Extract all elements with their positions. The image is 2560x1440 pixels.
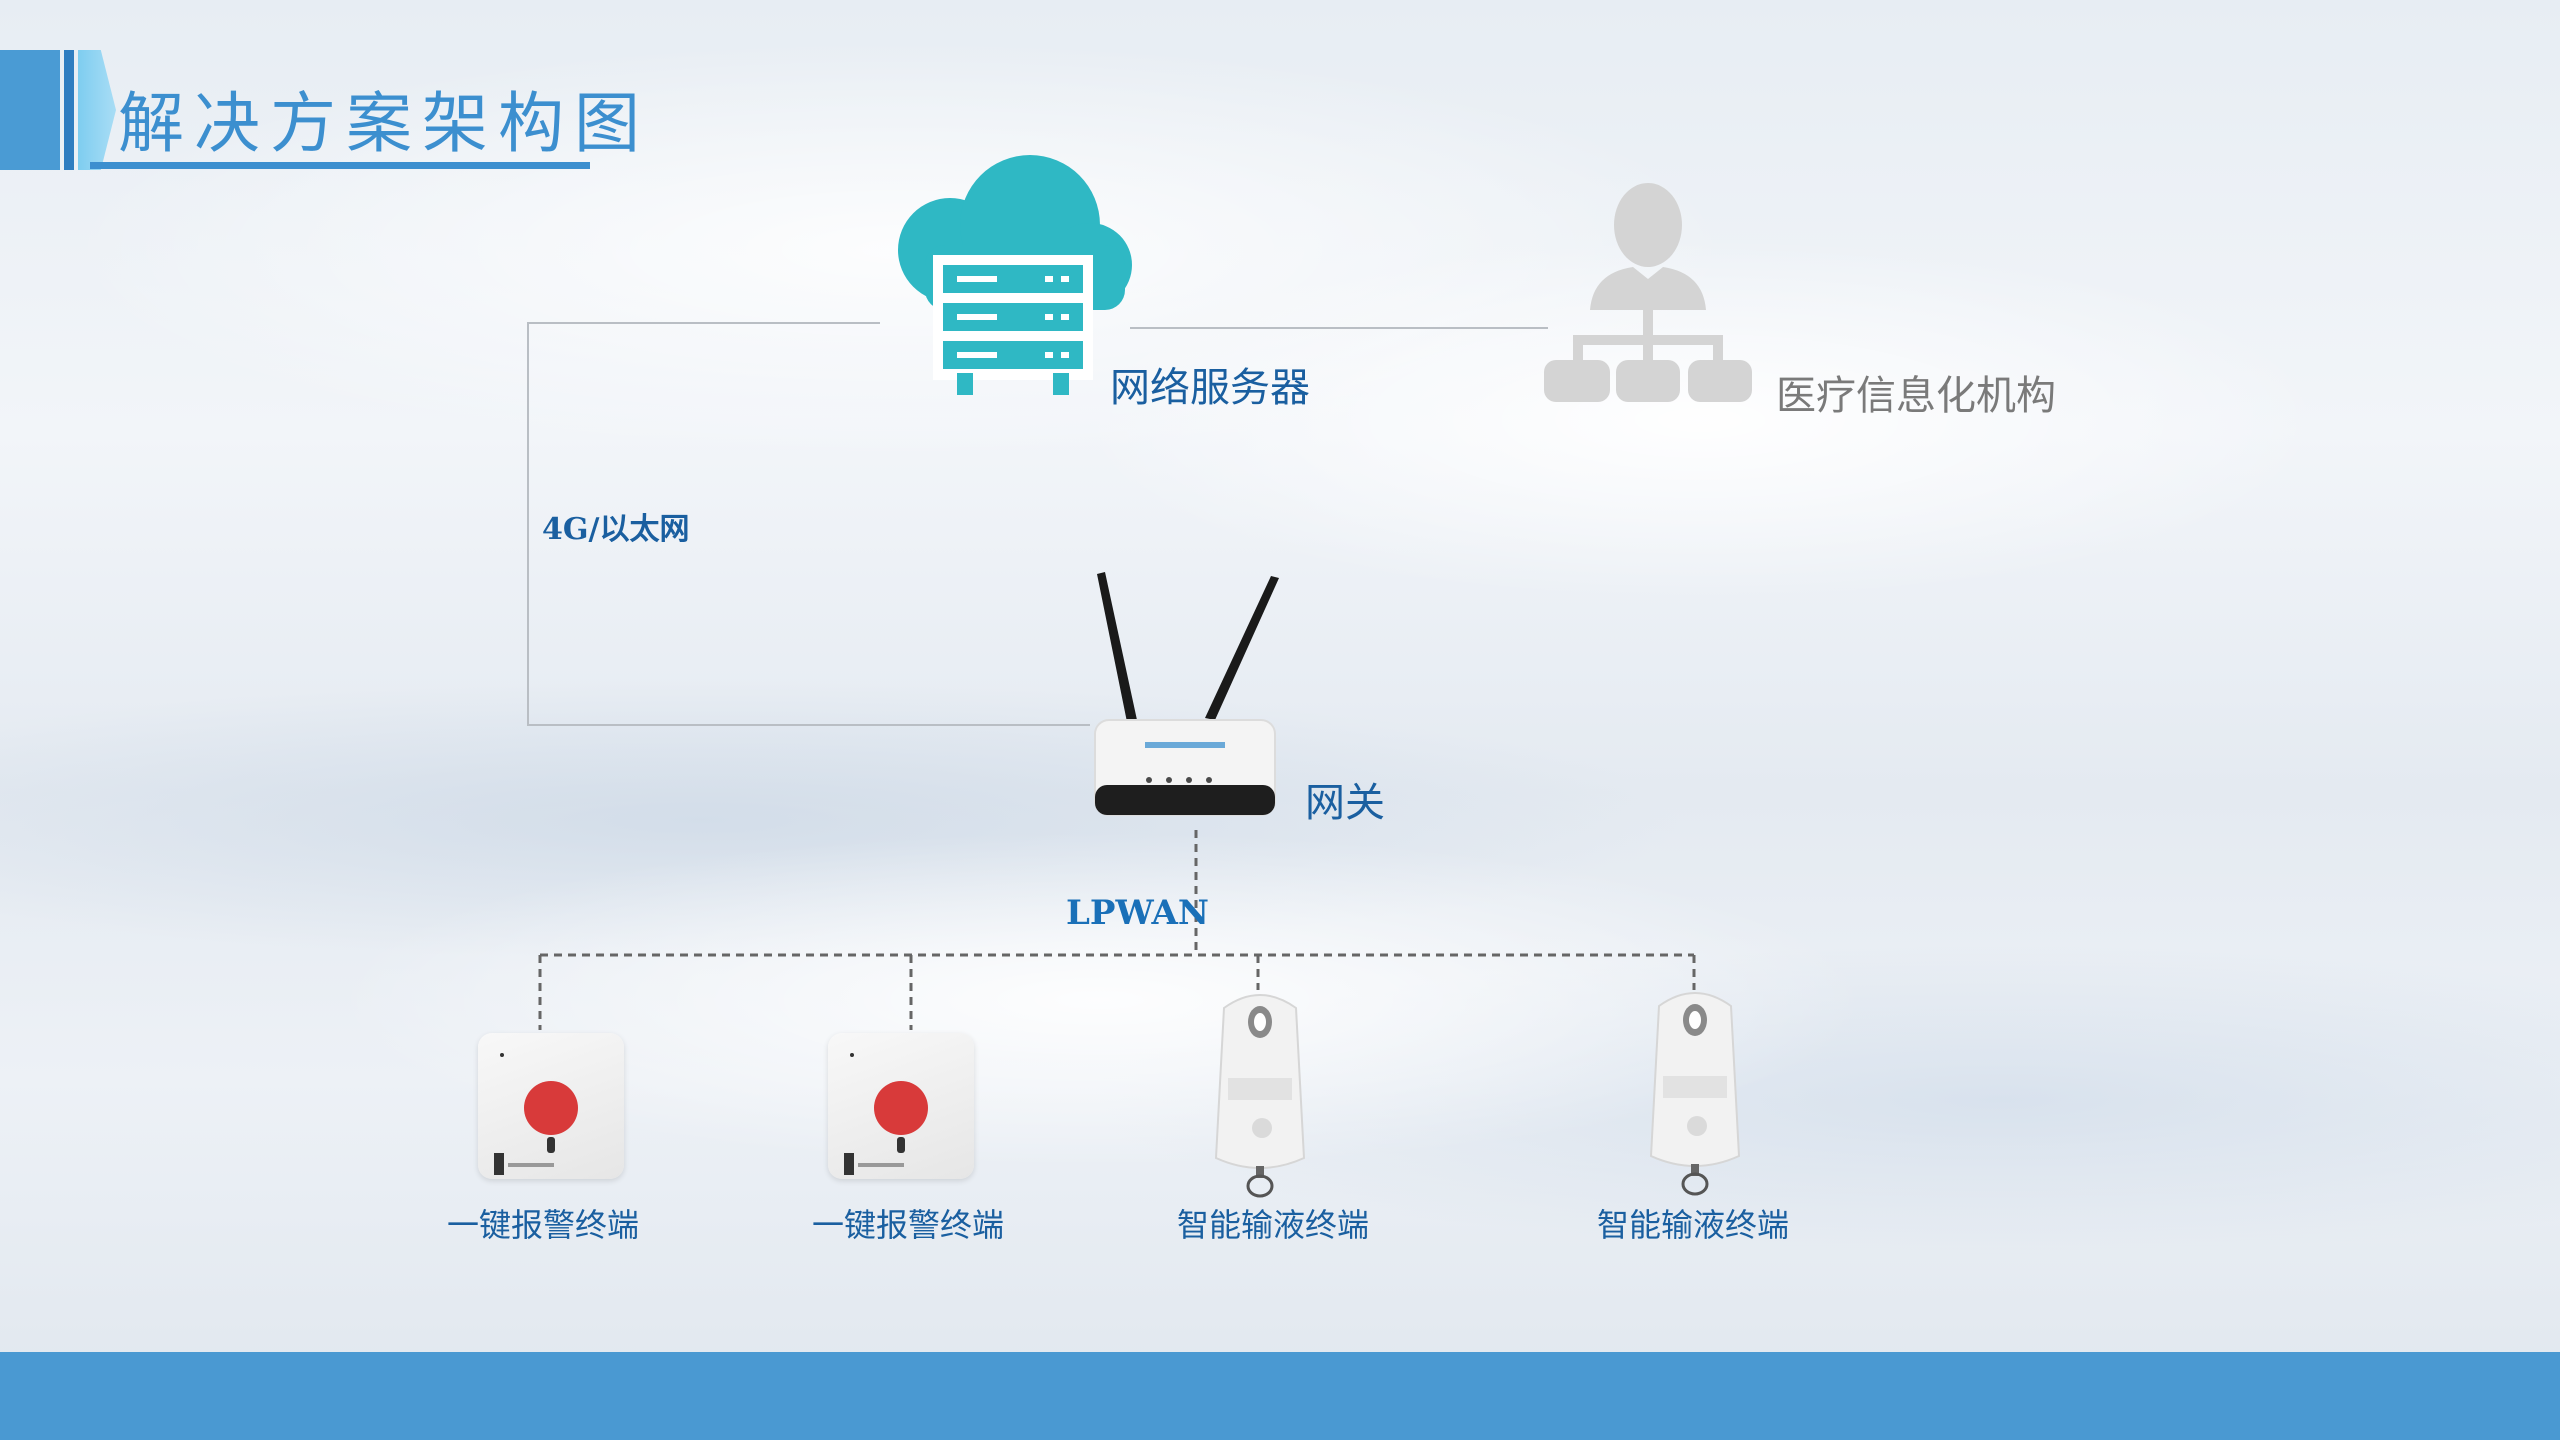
device-label-1: 一键报警终端 <box>446 1206 639 1244</box>
gateway-router-icon <box>1094 572 1279 816</box>
server-label: 网络服务器 <box>1110 365 1310 411</box>
infusion-terminal-device-1 <box>1214 994 1306 1198</box>
device-label-3: 智能输液终端 <box>1176 1206 1369 1244</box>
alarm-terminal-device-1 <box>478 1033 624 1179</box>
device-label-2: 一键报警终端 <box>811 1206 1004 1244</box>
alarm-button-icon <box>874 1081 928 1135</box>
title-underline <box>90 162 590 169</box>
footer-bar <box>0 1352 2560 1440</box>
alarm-terminal-device-2 <box>828 1033 974 1179</box>
page-title: 解决方案架构图 <box>118 85 650 162</box>
device-label-4: 智能输液终端 <box>1596 1206 1789 1244</box>
gateway-label: 网关 <box>1305 780 1385 826</box>
alarm-button-icon <box>524 1081 578 1135</box>
uplink-line <box>527 322 1090 726</box>
title-accent-block <box>0 50 60 170</box>
organization-person-icon <box>1544 183 1752 402</box>
lpwan-label: LPWAN <box>1066 893 1209 933</box>
medical-org-label: 医疗信息化机构 <box>1776 373 2056 419</box>
title-accent-bar <box>64 50 74 170</box>
cloud-server-icon <box>898 155 1132 395</box>
infusion-terminal-device-2 <box>1649 992 1741 1196</box>
uplink-label: 4G/以太网 <box>542 512 690 547</box>
